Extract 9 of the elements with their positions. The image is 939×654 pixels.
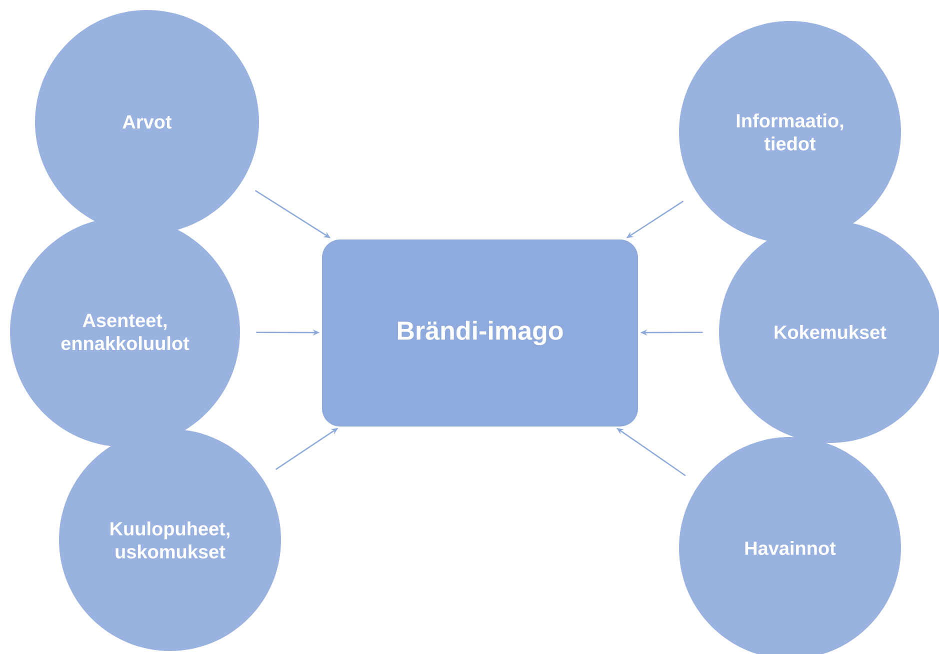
node-label: Asenteet, ennakkoluulot	[61, 314, 190, 350]
circle-node: Informaatio, tiedot	[679, 21, 901, 243]
node-label: Kuulopuheet, uskomukset	[110, 522, 230, 558]
node-label: Informaatio, tiedot	[736, 114, 844, 150]
circle-node: Arvot	[35, 10, 259, 234]
node-label: Kokemukset	[774, 325, 886, 339]
circle-node: Kuulopuheet, uskomukset	[59, 429, 281, 651]
circle-node: Asenteet, ennakkoluulot	[10, 217, 240, 447]
process-box: Brändi-imago	[322, 240, 638, 426]
